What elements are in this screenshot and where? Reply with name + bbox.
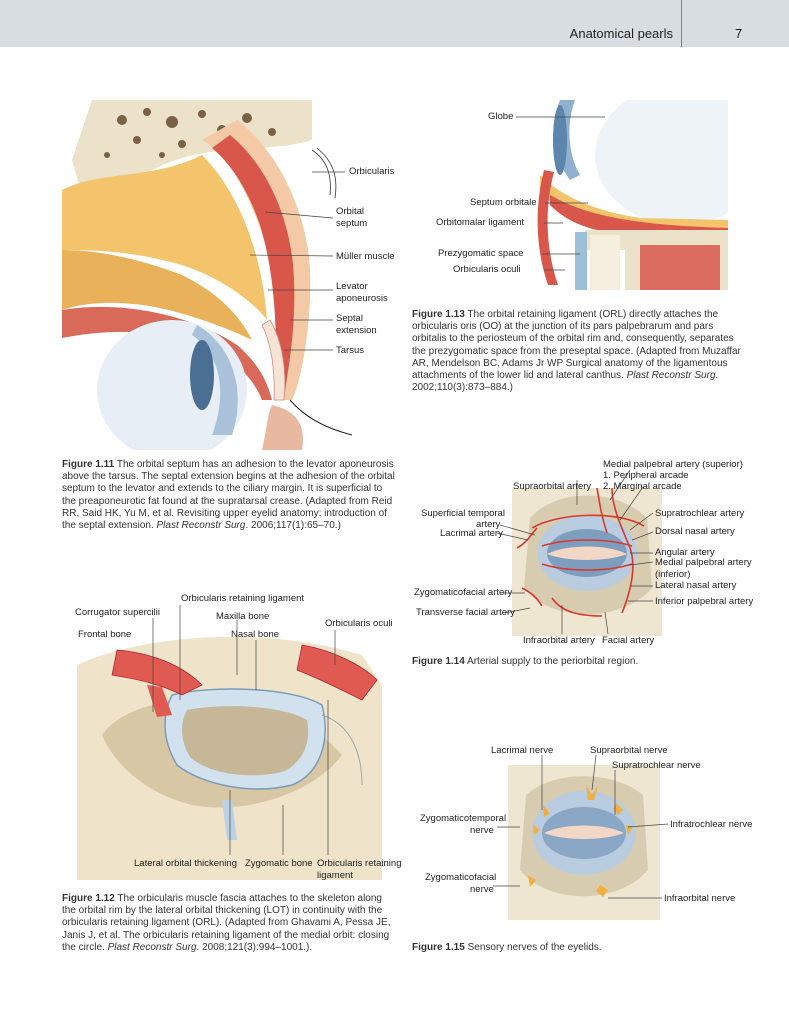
label-medial-palpebral-inferior-1: Medial palpebral artery — [655, 557, 752, 568]
label-orbicularis-oculi: Orbicularis oculi — [453, 264, 521, 275]
label-facial-artery: Facial artery — [602, 635, 655, 646]
figure-1-15-illustration — [508, 765, 660, 920]
label-orbitomalar-ligament: Orbitomalar ligament — [436, 217, 525, 228]
page-number: 7 — [735, 26, 743, 41]
label-inferior-palpebral-artery: Inferior palpebral artery — [655, 596, 754, 607]
label-lateral-nasal-artery: Lateral nasal artery — [655, 580, 737, 591]
label-orbicularis-retaining-bottom-2: ligament — [317, 870, 353, 881]
label-supraorbital-nerve: Supraorbital nerve — [590, 745, 668, 756]
label-peripheral-arcade: 1. Peripheral arcade — [603, 470, 689, 481]
label-lateral-orbital-thickening: Lateral orbital thickening — [134, 858, 237, 869]
label-zygomaticofacial-1: Zygomaticofacial — [425, 872, 497, 883]
label-levator-2: aponeurosis — [336, 293, 388, 304]
label-zygomaticotemporal-2: nerve — [470, 825, 494, 836]
label-orbital-septum-2: septum — [336, 218, 368, 229]
label-prezygomatic-space: Prezygomatic space — [438, 248, 524, 259]
label-lacrimal-nerve: Lacrimal nerve — [491, 745, 554, 756]
label-orbicularis-oculi: Orbicularis oculi — [325, 618, 393, 629]
caption-figure-1-15: Figure 1.15 Sensory nerves of the eyelid… — [412, 942, 602, 953]
label-medial-palpebral-superior: Medial palpebral artery (superior) — [603, 459, 743, 470]
label-zygomaticofacial-2: nerve — [470, 884, 494, 895]
label-septal-ext-1: Septal — [336, 313, 363, 324]
label-supraorbital-artery: Supraorbital artery — [513, 481, 592, 492]
label-septal-ext-2: extension — [336, 325, 377, 336]
label-superficial-temporal-2: artery — [476, 519, 501, 530]
label-infraorbital-nerve: Infraorbital nerve — [664, 893, 736, 904]
label-marginal-arcade: 2. Marginal arcade — [603, 481, 682, 492]
label-orbicularis-retaining-bottom-1: Orbicularis retaining — [317, 858, 402, 869]
label-zygomaticotemporal-1: Zygomaticotemporal — [420, 813, 507, 824]
label-maxilla-bone: Maxilla bone — [216, 611, 270, 622]
label-dorsal-nasal-artery: Dorsal nasal artery — [655, 526, 735, 537]
label-globe: Globe — [488, 111, 514, 122]
label-orbicularis: Orbicularis — [349, 166, 395, 177]
label-infratrochlear-nerve: Infratrochlear nerve — [670, 819, 753, 830]
label-frontal-bone: Frontal bone — [78, 629, 132, 640]
label-angular-artery: Angular artery — [655, 547, 715, 558]
figure-1-12-illustration — [62, 625, 402, 880]
label-levator-1: Levator — [336, 281, 368, 292]
caption-figure-1-11: Figure 1.11 The orbital septum has an ad… — [62, 459, 395, 532]
label-muller-muscle: Müller muscle — [336, 251, 395, 262]
label-supratrochlear-artery: Supratrochlear artery — [655, 508, 745, 519]
label-infraorbital-artery: Infraorbital artery — [523, 635, 595, 646]
label-supratrochlear-nerve: Supratrochlear nerve — [612, 760, 701, 771]
caption-figure-1-12: Figure 1.12 The orbicularis muscle fasci… — [62, 893, 391, 953]
figure-1-14-illustration — [512, 487, 662, 636]
label-transverse-facial-artery: Transverse facial artery — [416, 607, 515, 618]
label-corrugator-supercilii: Corrugator supercilii — [75, 607, 161, 618]
label-septum-orbitale: Septum orbitale — [470, 197, 537, 208]
caption-figure-1-14: Figure 1.14 Arterial supply to the perio… — [412, 656, 639, 667]
label-tarsus: Tarsus — [336, 345, 364, 356]
caption-figure-1-13: Figure 1.13 The orbital retaining ligame… — [412, 309, 741, 394]
label-orbicularis-retaining-ligament-top: Orbicularis retaining ligament — [181, 593, 305, 604]
header-divider — [681, 0, 682, 47]
figure-1-11-illustration — [62, 100, 353, 460]
label-superficial-temporal-1: Superficial temporal — [421, 508, 505, 519]
label-medial-palpebral-inferior-2: (inferior) — [655, 569, 691, 580]
page-header: Anatomical pearls 7 — [0, 0, 789, 47]
label-zygomaticofacial-artery: Zygomaticofacial artery — [414, 587, 513, 598]
running-title: Anatomical pearls — [569, 26, 673, 41]
label-lacrimal-artery: Lacrimal artery — [440, 528, 503, 539]
label-zygomatic-bone: Zygomatic bone — [245, 858, 313, 869]
label-nasal-bone: Nasal bone — [231, 629, 280, 640]
eyelid-sagittal-section-image — [62, 100, 353, 460]
label-orbital-septum-1: Orbital — [336, 206, 364, 217]
figure-1-13-illustration — [530, 85, 765, 290]
